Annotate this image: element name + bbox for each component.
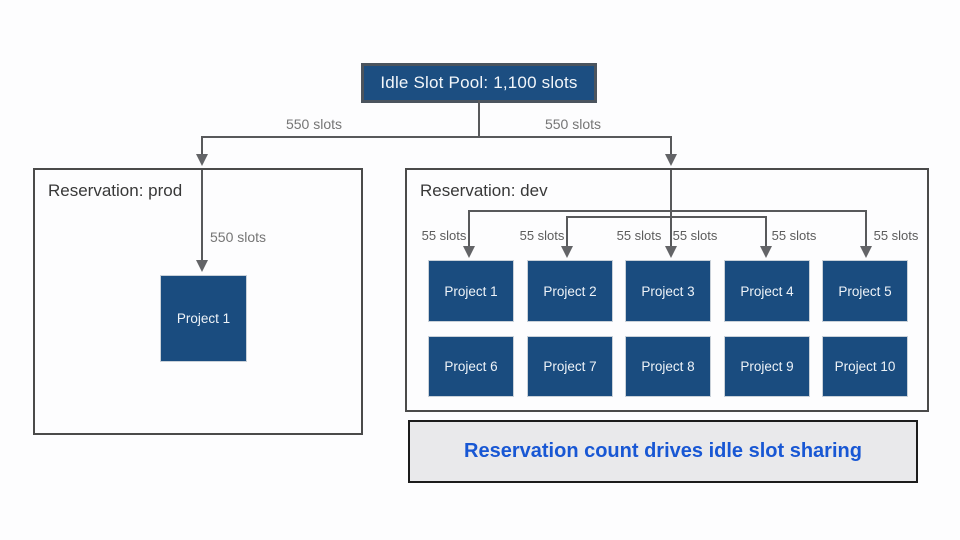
dev-drop-line: [865, 210, 867, 246]
dev-drop-line: [566, 216, 568, 246]
slot-count-label: 550 slots: [285, 116, 343, 132]
project-box: Project 2: [527, 260, 613, 322]
dev-branch-line: [670, 136, 672, 155]
slot-count-label: 550 slots: [544, 116, 602, 132]
arrowhead-down-icon: [561, 246, 573, 258]
arrowhead-down-icon: [665, 154, 677, 166]
slot-count-label: 55 slots: [873, 228, 919, 243]
caption-banner: Reservation count drives idle slot shari…: [408, 420, 918, 483]
project-box: Project 6: [428, 336, 514, 397]
slot-count-label: 550 slots: [210, 229, 267, 245]
reservation-prod-box: Reservation: prod: [33, 168, 363, 435]
prod-branch-line: [201, 136, 203, 155]
arrowhead-down-icon: [860, 246, 872, 258]
arrowhead-down-icon: [463, 246, 475, 258]
slot-count-label: 55 slots: [672, 228, 718, 243]
arrowhead-down-icon: [760, 246, 772, 258]
dev-drop-line: [765, 216, 767, 246]
idle-slot-pool-box: Idle Slot Pool: 1,100 slots: [361, 63, 597, 103]
reservation-prod-title: Reservation: prod: [48, 181, 183, 200]
project-box: Project 3: [625, 260, 711, 322]
project-box: Project 5: [822, 260, 908, 322]
dev-central-line: [670, 170, 672, 246]
project-box: Project 7: [527, 336, 613, 397]
project-box: Project 1: [428, 260, 514, 322]
arrowhead-down-icon: [196, 260, 208, 272]
prod-project-line: [201, 170, 203, 260]
project-box: Project 1: [160, 275, 247, 362]
main-split-line: [201, 136, 672, 138]
reservation-dev-title: Reservation: dev: [420, 181, 548, 200]
project-box: Project 9: [724, 336, 810, 397]
slot-count-label: 55 slots: [519, 228, 565, 243]
pool-stem-line: [478, 100, 480, 137]
slot-count-label: 55 slots: [421, 228, 467, 243]
arrowhead-down-icon: [196, 154, 208, 166]
dev-inner-bracket-line: [566, 216, 767, 218]
reservation-dev-box: Reservation: dev: [405, 168, 929, 412]
slot-count-label: 55 slots: [771, 228, 817, 243]
project-box: Project 8: [625, 336, 711, 397]
arrowhead-down-icon: [665, 246, 677, 258]
slot-count-label: 55 slots: [616, 228, 662, 243]
project-box: Project 10: [822, 336, 908, 397]
dev-drop-line: [468, 210, 470, 246]
dev-outer-bracket-line: [468, 210, 867, 212]
project-box: Project 4: [724, 260, 810, 322]
